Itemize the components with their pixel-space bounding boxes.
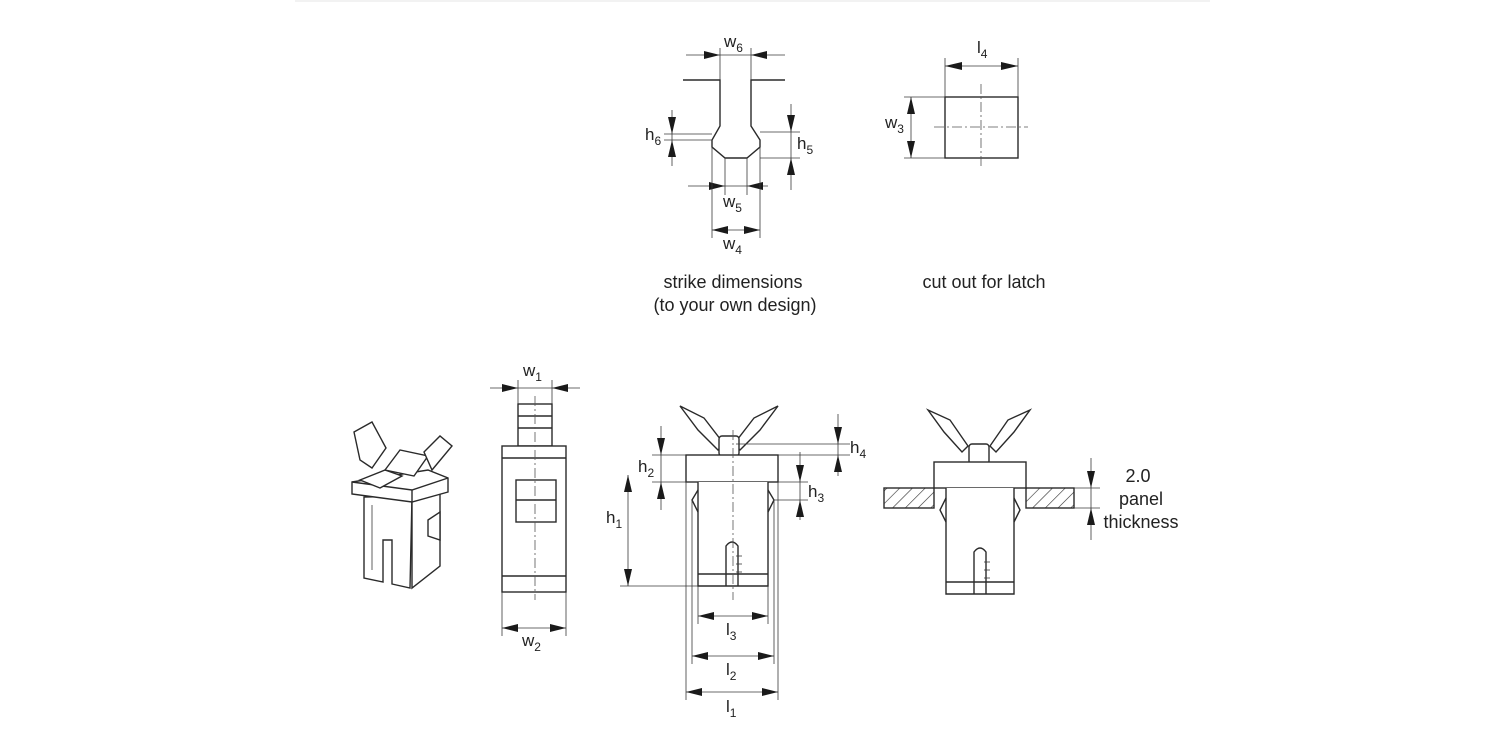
label-w1: w1 <box>522 361 542 384</box>
latch-isometric-view <box>351 421 453 590</box>
label-l3: l3 <box>726 620 737 643</box>
label-l2: l2 <box>726 660 737 683</box>
label-h4: h4 <box>850 438 866 461</box>
label-h2: h2 <box>638 457 654 480</box>
label-w4: w4 <box>722 234 742 257</box>
panel-thickness-value: 2.0 <box>1125 466 1150 486</box>
label-h3: h3 <box>808 482 824 505</box>
caption-own-design: (to your own design) <box>653 295 816 315</box>
cutout-view <box>904 58 1028 168</box>
label-w3: w3 <box>884 113 904 136</box>
label-h6: h6 <box>645 125 661 148</box>
label-w6: w6 <box>723 32 743 55</box>
caption-cut-out: cut out for latch <box>922 272 1045 292</box>
caption-strike-dimensions: strike dimensions <box>663 272 802 292</box>
latch-installed-view <box>883 408 1100 595</box>
label-w5: w5 <box>722 192 742 215</box>
label-h5: h5 <box>797 134 813 157</box>
thickness-label: thickness <box>1103 512 1178 532</box>
label-w2: w2 <box>521 631 541 654</box>
latch-front-view <box>620 405 850 700</box>
panel-label: panel <box>1119 489 1163 509</box>
strike-view <box>664 48 800 238</box>
label-l1: l1 <box>726 697 737 720</box>
label-h1: h1 <box>606 508 622 531</box>
latch-side-view <box>490 380 580 636</box>
label-l4: l4 <box>977 38 988 61</box>
